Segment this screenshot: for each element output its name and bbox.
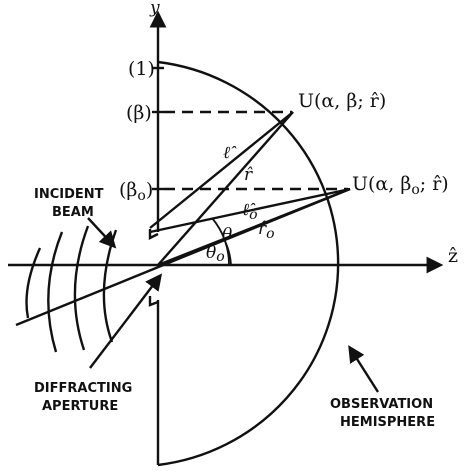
r-hat-vector: [157, 111, 294, 266]
incident-beam-label-2: BEAM: [52, 205, 94, 220]
label-l0-hat: ℓ̂o: [242, 200, 258, 223]
l-hat-vector: [149, 111, 294, 229]
observation-label-1: OBSERVATION: [330, 397, 433, 412]
label-r0-hat: r̂o: [258, 219, 275, 242]
observation-hemisphere: [157, 60, 340, 467]
wavefront-1: [47, 231, 64, 353]
diffracting-label-2: APERTURE: [42, 399, 118, 414]
diffracting-label-1: DIFFRACTING: [34, 381, 132, 396]
incident-beam-label-1: INCIDENT: [34, 187, 104, 202]
aperture-pointer: [89, 273, 163, 369]
tick-label-beta: (β): [126, 102, 152, 124]
point-label-u-beta: U(α, β; r̂): [298, 90, 386, 112]
transmitted-ray: [15, 187, 351, 327]
label-theta: θ: [222, 225, 232, 245]
incident-beam-pointer: [87, 217, 117, 249]
hemisphere-pointer: [348, 345, 380, 393]
aperture-lower-edge: [148, 296, 159, 307]
z-axis-label: ẑ: [448, 245, 458, 267]
l0-hat-vector: [149, 187, 351, 234]
label-theta0: θo: [206, 243, 225, 265]
wavefront-4: [25, 247, 42, 319]
y-axis-label: y: [149, 0, 160, 18]
theta0-arc: [223, 238, 232, 266]
tick-label-1: (1): [128, 58, 155, 80]
point-label-u-beta0: U(α, βo; r̂): [352, 173, 449, 198]
observation-label-2: HEMISPHERE: [340, 415, 435, 430]
tick-label-beta0: (βo): [119, 179, 153, 204]
label-r-hat: r̂: [244, 165, 253, 185]
wavefront-2: [73, 225, 90, 351]
